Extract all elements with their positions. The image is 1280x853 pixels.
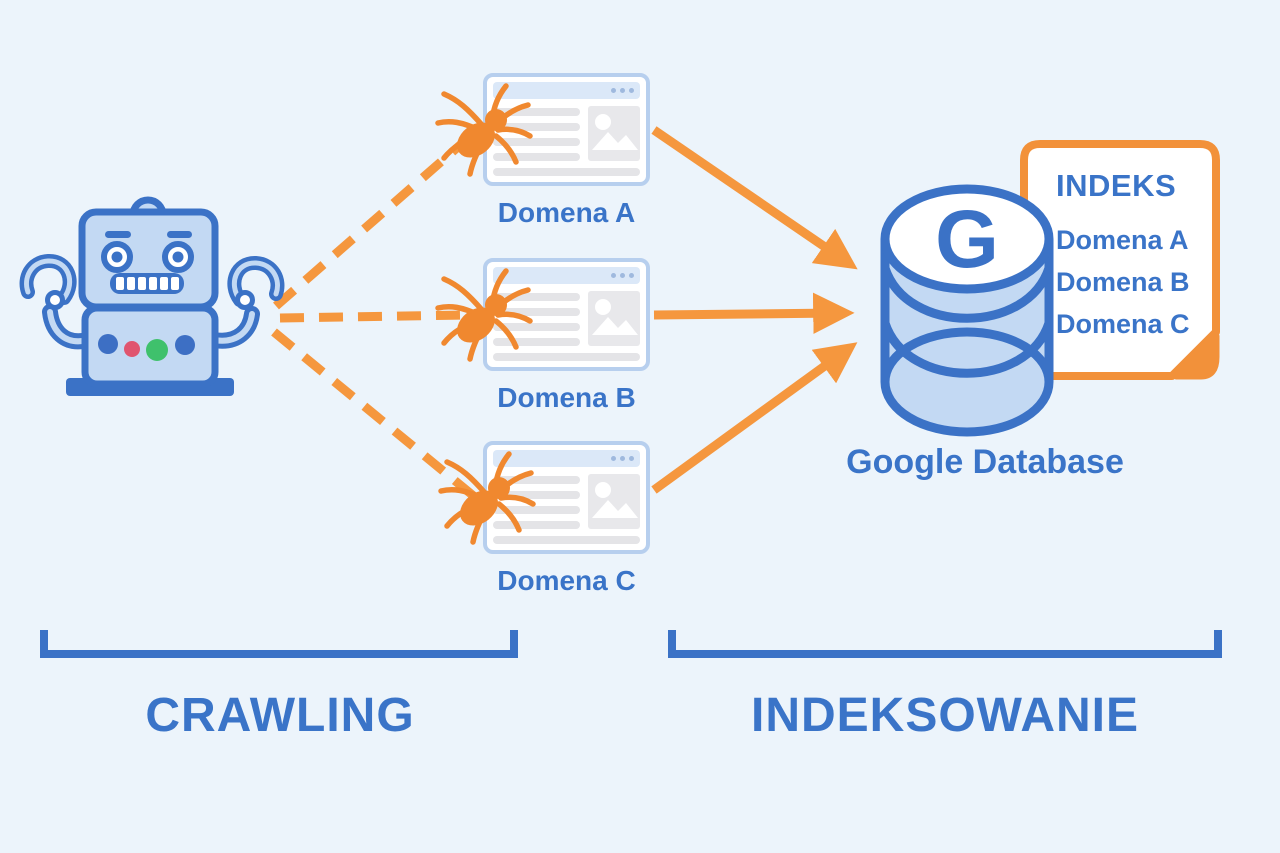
crawling-bracket	[40, 630, 518, 658]
titlebar-dot-icon	[620, 456, 625, 461]
google-g-letter: G	[935, 194, 999, 285]
domain-b-label: Domena B	[497, 382, 636, 413]
titlebar-dot-icon	[629, 88, 634, 93]
titlebar-dot-icon	[611, 88, 616, 93]
browser-titlebar	[493, 82, 640, 99]
crawl-dashed-line-b	[279, 310, 469, 323]
domain-a-label: Domena A	[497, 197, 636, 228]
titlebar-dot-icon	[620, 273, 625, 278]
indexing-bracket	[668, 630, 1222, 658]
crawl-dashed-line-c	[271, 328, 479, 502]
text-line-placeholder	[493, 353, 640, 361]
browser-titlebar	[493, 450, 640, 467]
googlebot-robot-icon	[19, 196, 285, 396]
index-arrow-a	[651, 126, 858, 270]
image-placeholder-icon	[588, 106, 640, 161]
crawler-spider-icon	[435, 268, 533, 362]
crawling-section-label: CRAWLING	[145, 689, 415, 742]
google-database-label: Google Database	[846, 443, 1124, 481]
titlebar-dot-icon	[611, 456, 616, 461]
titlebar-dot-icon	[629, 273, 634, 278]
crawl-dashed-line-a	[273, 136, 469, 310]
text-lines-placeholder	[493, 106, 580, 161]
google-database-icon: G	[880, 184, 1054, 437]
index-card-entry: Domena A	[1056, 225, 1189, 255]
indexing-section-label: INDEKSOWANIE	[750, 689, 1140, 742]
text-line-placeholder	[493, 168, 640, 176]
index-card-entry: Domena C	[1056, 309, 1190, 339]
crawler-spider-icon	[438, 451, 536, 545]
index-card-title: INDEKS	[1056, 168, 1177, 203]
image-placeholder-icon	[588, 291, 640, 346]
browser-window-domain-c	[483, 441, 650, 554]
index-card-entry: Domena B	[1056, 267, 1190, 297]
titlebar-dot-icon	[611, 273, 616, 278]
image-placeholder-icon	[588, 474, 640, 529]
text-lines-placeholder	[493, 474, 580, 529]
index-arrow-b	[653, 292, 855, 334]
domain-c-label: Domena C	[497, 565, 636, 596]
text-line-placeholder	[493, 536, 640, 544]
text-lines-placeholder	[493, 291, 580, 346]
browser-titlebar	[493, 267, 640, 284]
titlebar-dot-icon	[629, 456, 634, 461]
card-fold-corner	[1173, 333, 1220, 380]
index-card-content: INDEKS Domena A Domena B Domena C	[1020, 140, 1220, 345]
crawler-spider-icon	[435, 83, 533, 177]
titlebar-dot-icon	[620, 88, 625, 93]
index-arrow-c	[651, 342, 858, 494]
